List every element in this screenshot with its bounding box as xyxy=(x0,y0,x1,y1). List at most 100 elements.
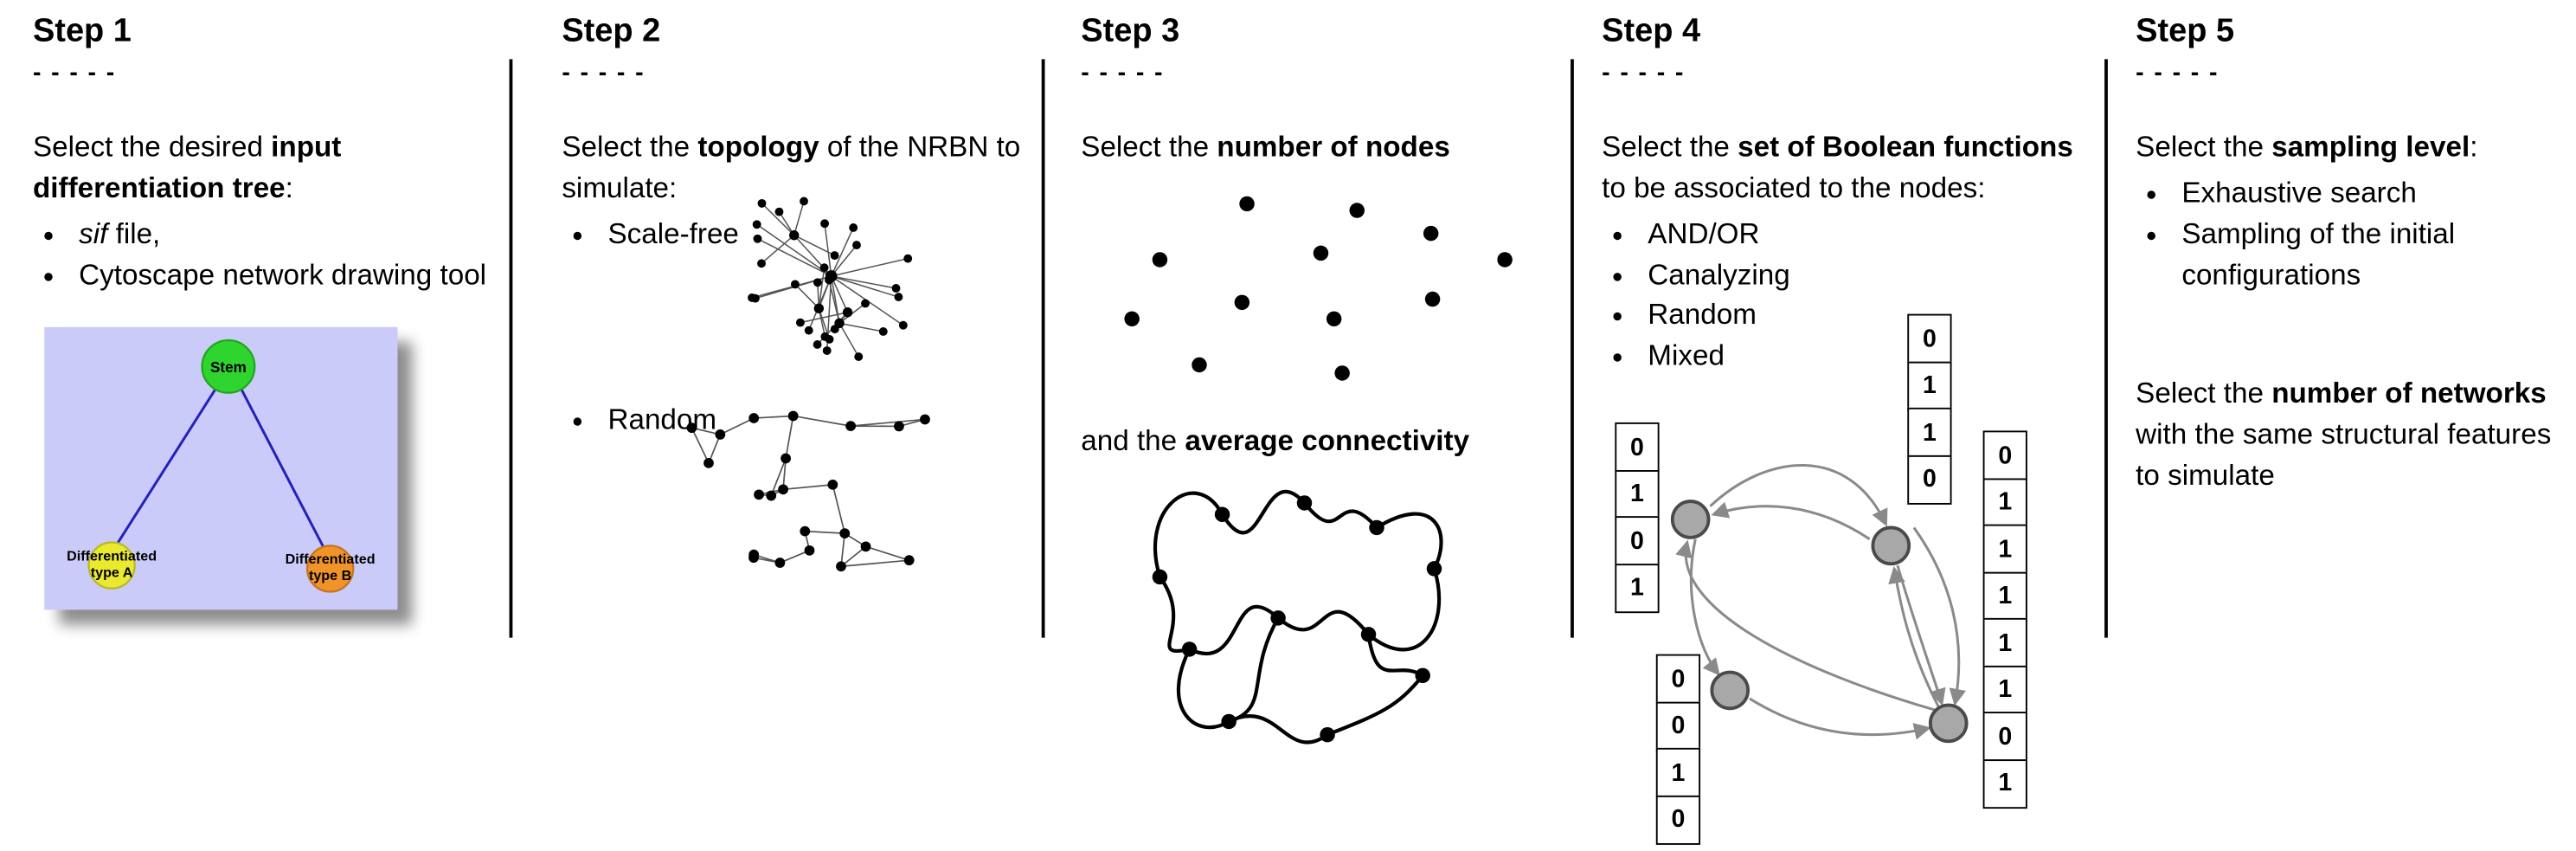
truth-table-cell: 0 xyxy=(1655,700,1701,751)
bullet-item: Cytoscape network drawing tool xyxy=(73,254,497,294)
network-arrow xyxy=(1709,464,1888,527)
column-divider xyxy=(1571,59,1574,638)
boolean-node xyxy=(1710,670,1751,711)
truth-table-cell: 0 xyxy=(1655,654,1701,704)
truth-table-cell: 1 xyxy=(1982,617,2027,667)
bullet-item: Scale-free xyxy=(601,213,1038,254)
truth-table-cell: 0 xyxy=(1615,422,1660,472)
step1-column: Step 1 - - - - - Select the desired inpu… xyxy=(32,13,497,611)
text-segment: Select the xyxy=(2136,129,2272,163)
step5-column: Step 5 - - - - - Select the sampling lev… xyxy=(2136,13,2576,496)
step2-intro: Select the topology of the NRBN to simul… xyxy=(562,126,1038,208)
step2-column: Step 2 - - - - - Select the topology of … xyxy=(562,13,1038,572)
step5-dashes: - - - - - xyxy=(2136,59,2219,87)
text-segment: Select the xyxy=(2136,377,2272,410)
text-segment: with the same structural features to sim… xyxy=(2136,417,2552,492)
text-segment: Select the desired xyxy=(32,129,272,163)
boolean-node xyxy=(1871,525,1911,566)
boolean-node xyxy=(1928,703,1969,744)
boolean-network-graphic xyxy=(1670,464,1969,744)
type-b-node xyxy=(305,545,355,594)
text-segment: Select the xyxy=(1081,129,1217,163)
random-network-graphic xyxy=(686,410,930,572)
step2-bullets: Scale-free Random xyxy=(569,213,1038,439)
step4-intro: Select the set of Boolean functions to b… xyxy=(1602,126,2078,208)
bullet-item: AND/OR xyxy=(1641,213,2078,254)
network-arrow xyxy=(1896,564,1946,706)
truth-table-cell: 0 xyxy=(1907,313,1952,364)
step1-bullets: sif file, Cytoscape network drawing tool xyxy=(40,213,497,294)
truth-table-cell: 1 xyxy=(1907,407,1952,457)
boolean-node xyxy=(1670,500,1711,539)
text-segment-bold: topology xyxy=(697,129,819,163)
step5-title: Step 5 xyxy=(2136,13,2235,49)
text-segment: Select the xyxy=(562,129,698,163)
truth-table-cell: 0 xyxy=(1982,430,2027,480)
text-segment: file, xyxy=(107,216,161,249)
type-b-node-label: type B xyxy=(309,569,351,584)
step1-dashes: - - - - - xyxy=(32,59,117,87)
type-a-node xyxy=(87,542,136,590)
bullet-item: Sampling of the initial configurations xyxy=(2175,213,2576,294)
bullet-item: Random xyxy=(1641,295,2078,336)
step5-intro: Select the sampling level: xyxy=(2136,126,2576,167)
stem-node-label: Stem xyxy=(210,360,247,377)
step3-nodes-text: Select the number of nodes xyxy=(1081,126,1564,167)
truth-table-cell: 1 xyxy=(1615,563,1660,613)
truth-table-cell: 0 xyxy=(1615,516,1660,566)
step3-connectivity-text: and the average connectivity xyxy=(1081,421,1564,461)
differentiation-tree-svg: Stem Differentiated type A Differentiate… xyxy=(67,339,376,594)
step2-title: Step 2 xyxy=(562,13,661,49)
truth-table-left: 0 1 0 1 xyxy=(1615,422,1660,613)
network-arrow xyxy=(1689,538,1720,676)
truth-table-cell: 0 xyxy=(1907,454,1952,504)
truth-table-top: 0 1 1 0 xyxy=(1907,313,1952,504)
truth-table-right: 0 1 1 1 1 1 0 1 xyxy=(1982,430,2027,809)
step5-networks-text: Select the number of networks with the s… xyxy=(2136,374,2576,497)
step4-title: Step 4 xyxy=(1602,13,1701,49)
text-segment: Select the xyxy=(1602,129,1738,163)
text-segment-bold: input differentiation tree xyxy=(32,129,342,204)
step4-dashes: - - - - - xyxy=(1602,59,1686,87)
text-segment-bold: sampling level xyxy=(2271,129,2470,163)
scale-free-network-graphic xyxy=(748,197,913,361)
type-a-node-label: type A xyxy=(91,565,133,581)
column-divider xyxy=(1041,59,1045,638)
network-arrow xyxy=(1749,697,1931,740)
type-b-node-label: Differentiated xyxy=(286,552,376,568)
text-segment: : xyxy=(2470,129,2478,163)
differentiation-tree-figure: Stem Differentiated type A Differentiate… xyxy=(44,327,398,611)
bullet-item: Mixed xyxy=(1641,336,2078,377)
truth-table-cell: 1 xyxy=(1982,758,2027,809)
truth-table-cell: 0 xyxy=(1982,712,2027,762)
step3-dashes: - - - - - xyxy=(1081,59,1165,87)
truth-table-cell: 1 xyxy=(1982,477,2027,527)
step4-header: Step 4 - - - - - Select the set of Boole… xyxy=(1602,13,2078,377)
bullet-item: Exhaustive search xyxy=(2175,172,2576,213)
truth-table-cell: 0 xyxy=(1655,794,1701,844)
step5-bullets: Exhaustive search Sampling of the initia… xyxy=(2142,172,2576,295)
network-arrow xyxy=(1888,565,1942,711)
truth-table-bottom: 0 0 1 0 xyxy=(1655,654,1701,844)
truth-table-cell: 1 xyxy=(1615,469,1660,519)
text-segment-bold: number of nodes xyxy=(1217,129,1450,163)
column-divider xyxy=(2104,59,2108,638)
step4-bullets: AND/OR Canalyzing Random Mixed xyxy=(1609,213,2078,377)
text-segment-italic: sif xyxy=(79,216,108,249)
text-segment-bold: number of networks xyxy=(2271,377,2547,410)
step3-column: Step 3 - - - - - Select the number of no… xyxy=(1081,13,1564,757)
network-arrow xyxy=(1711,501,1871,541)
truth-table-cell: 1 xyxy=(1907,360,1952,410)
text-segment-bold: set of Boolean functions xyxy=(1738,129,2073,163)
tree-edge xyxy=(113,389,216,549)
text-segment: of the NRBN to simulate: xyxy=(562,129,1021,204)
network-arrow xyxy=(1912,526,1967,706)
text-segment: : xyxy=(285,171,293,204)
step1-intro: Select the desired input differentiation… xyxy=(33,126,496,208)
truth-table-cell: 1 xyxy=(1982,571,2027,621)
bullet-item: Canalyzing xyxy=(1641,254,2078,294)
nodes-scatter-graphic xyxy=(1124,196,1513,381)
tree-edge xyxy=(240,389,327,552)
text-segment: to be associated to the nodes: xyxy=(1602,171,1986,204)
